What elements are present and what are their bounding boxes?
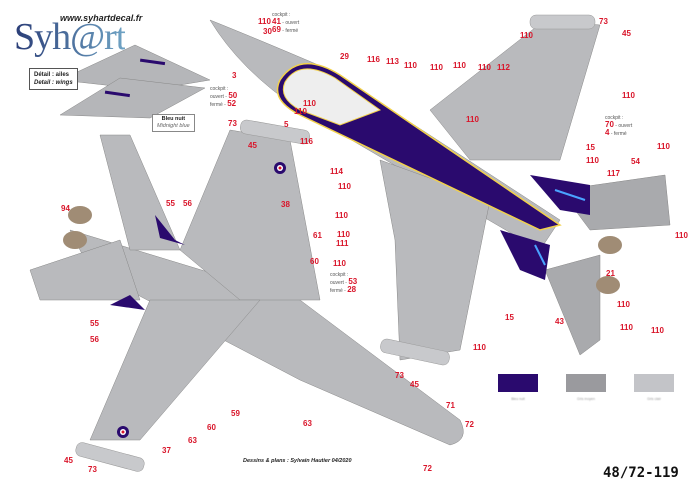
cockpit-note-right: cockpit : 70 - ouvert 4 - fermé (605, 115, 633, 137)
callout-label: 110 (294, 107, 307, 116)
callout-label: 110 (657, 142, 670, 151)
swatch-medium-grey (566, 374, 606, 392)
cockpit-note-bottom: cockpit : ouvert - 53 fermé - 28 (330, 272, 358, 294)
callout-label: 55 (166, 199, 175, 208)
callout-label: 110 (617, 300, 630, 309)
callout-label: 110 (453, 61, 466, 70)
top-view-aircraft (209, 14, 671, 366)
callout-label: 56 (183, 199, 192, 208)
callout-label: 61 (313, 231, 322, 240)
callout-label: 94 (61, 204, 70, 213)
callout-label: 63 (188, 436, 197, 445)
callout-label: 110 (303, 99, 316, 108)
website-url: www.syhartdecal.fr (60, 13, 143, 23)
callout-label: 116 (300, 137, 313, 146)
callout-label: 56 (90, 335, 99, 344)
callout-label: 110 (478, 63, 491, 72)
callout-label: 110 (675, 231, 688, 240)
callout-label: 110 (520, 31, 533, 40)
callout-label: 110 (651, 326, 664, 335)
callout-label: 110 (622, 91, 635, 100)
paint-ref-3: Gris clair (647, 397, 661, 401)
callout-label: 54 (631, 157, 640, 166)
reference-number: 48/72-119 (603, 465, 679, 481)
callout-label: 63 (303, 419, 312, 428)
callout-label: 59 (231, 409, 240, 418)
callout-label: 45 (64, 456, 73, 465)
callout-label: 110 (466, 115, 479, 124)
callout-label: 37 (162, 446, 171, 455)
callout-label: 30 (263, 27, 272, 36)
callout-label: 45 (410, 380, 419, 389)
credits: Dessins & plans : Sylvain Hautier 04/202… (243, 458, 352, 464)
callout-label: 60 (207, 423, 216, 432)
syhart-logo: Syh@rt (14, 16, 126, 58)
callout-label: 117 (607, 169, 620, 178)
callout-label: 110 (620, 323, 633, 332)
callout-label: 116 (367, 55, 380, 64)
callout-label: 43 (555, 317, 564, 326)
midnight-blue-callout: Bleu nuit Midnight blue (152, 114, 195, 132)
paint-ref-1: Bleu nuit (511, 397, 525, 401)
callout-label: 73 (395, 371, 404, 380)
callout-label: 45 (248, 141, 257, 150)
callout-label: 60 (310, 257, 319, 266)
callout-label: 15 (586, 143, 595, 152)
cockpit-note-top: cockpit : 41 - ouvert 69 - fermé (272, 12, 300, 34)
callout-label: 113 (386, 57, 399, 66)
bottom-view-aircraft (29, 119, 464, 472)
paint-ref-2: Gris moyen (577, 397, 595, 401)
callout-label: 5 (284, 120, 289, 129)
cockpit-note-left: cockpit : ouvert - 50 fermé - 52 (210, 86, 238, 108)
swatch-midnight-blue (498, 374, 538, 392)
callout-label: 110 (333, 259, 346, 268)
callout-label: 45 (622, 29, 631, 38)
wing-detail-drawing (59, 44, 211, 119)
callout-label: 71 (446, 401, 455, 410)
wing-detail-caption: Détail : ailes Detail : wings (29, 68, 78, 90)
callout-label: 29 (340, 52, 349, 61)
callout-label: 111 (336, 239, 349, 248)
callout-label: 110 (338, 182, 351, 191)
callout-label: 110 (586, 156, 599, 165)
callout-label: 21 (606, 269, 615, 278)
callout-label: 114 (330, 167, 343, 176)
callout-label: 73 (88, 465, 97, 474)
callout-label: 55 (90, 319, 99, 328)
callout-label: 72 (465, 420, 474, 429)
callout-label: 73 (599, 17, 608, 26)
callout-label: 110 (473, 343, 486, 352)
callout-label: 110 (258, 17, 271, 26)
callout-label: 73 (228, 119, 237, 128)
callout-label: 72 (423, 464, 432, 473)
callout-label: 38 (281, 200, 290, 209)
callout-label: 110 (337, 230, 350, 239)
callout-label: 3 (232, 71, 237, 80)
callout-label: 15 (505, 313, 514, 322)
callout-label: 112 (497, 63, 510, 72)
callout-label: 110 (404, 61, 417, 70)
callout-label: 110 (430, 63, 443, 72)
swatch-light-grey (634, 374, 674, 392)
callout-label: 110 (335, 211, 348, 220)
